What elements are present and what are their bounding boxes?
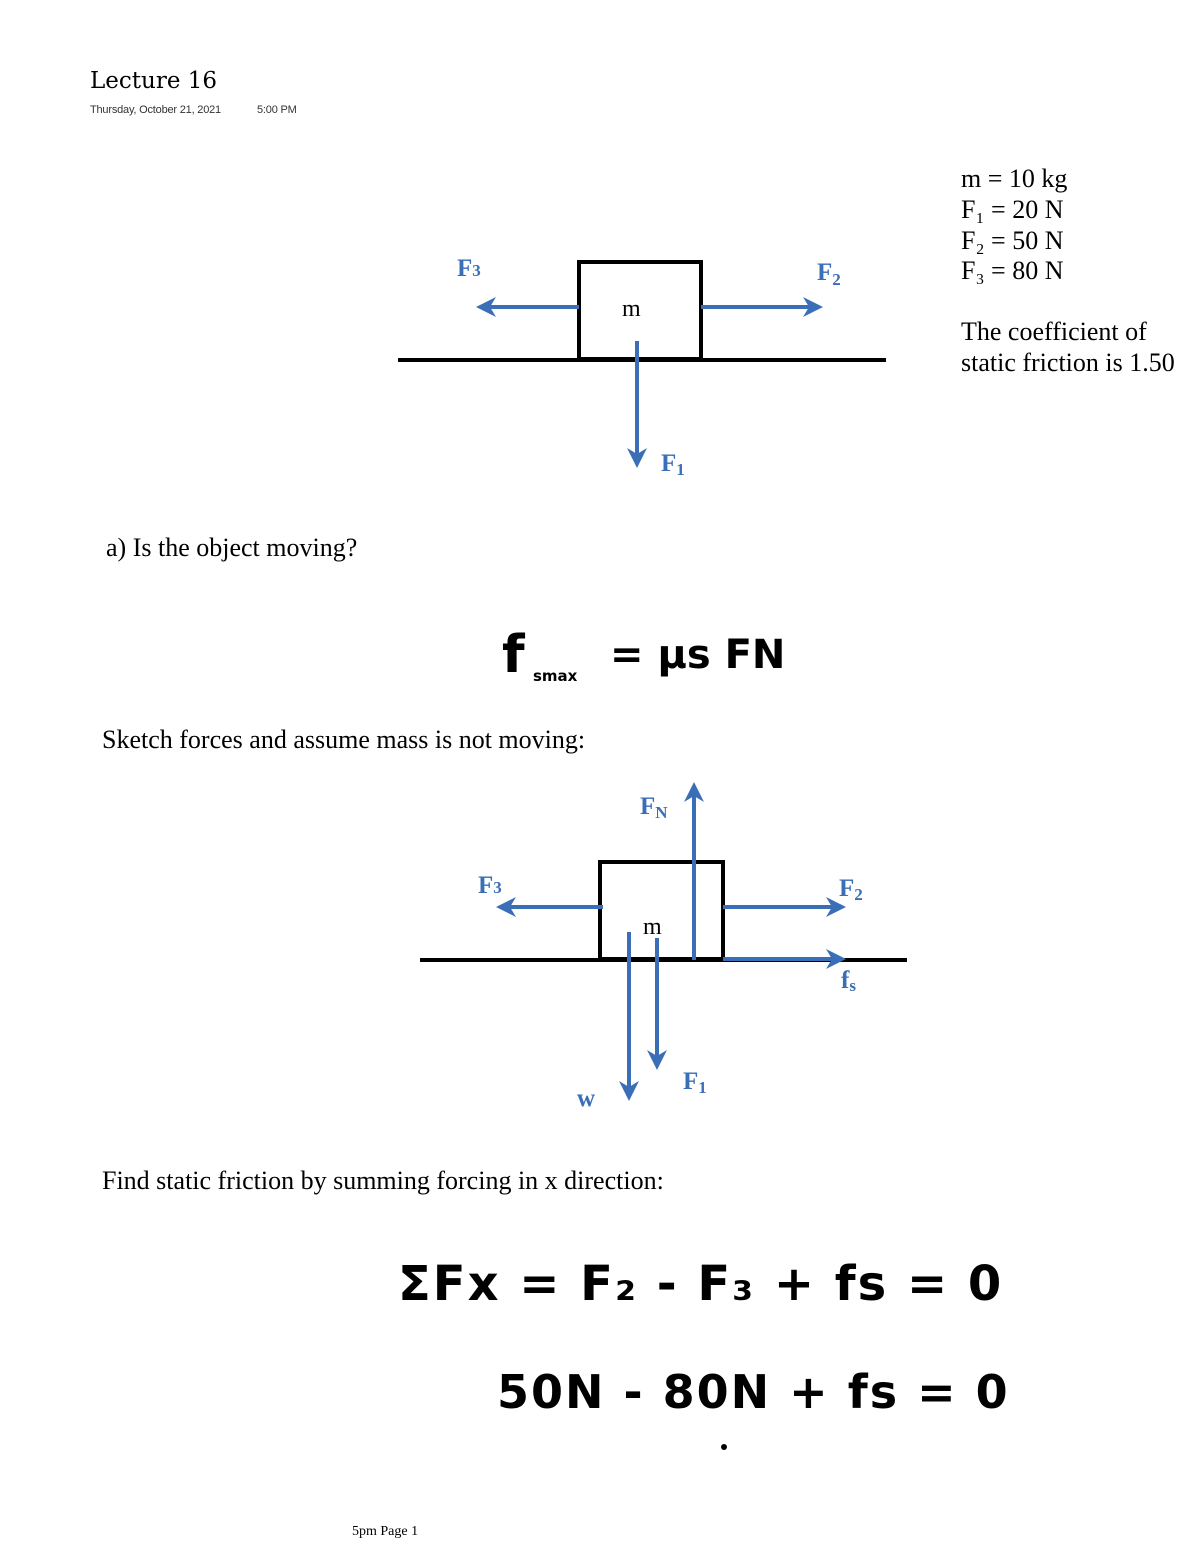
given-f3: F₃ = 80 N — [961, 256, 1064, 285]
diagram-2: m FN F3 F2 fs w F1 — [420, 782, 907, 1112]
mass-block — [577, 260, 703, 361]
fn-label: FN — [640, 793, 668, 822]
diagram-1: m F3 F2 F1 — [398, 255, 886, 479]
f3-label: F3 — [457, 255, 481, 282]
formula-f-subscript: smax — [533, 667, 578, 685]
ink-dot — [721, 1444, 727, 1450]
mass-label-2: m — [643, 914, 662, 940]
given-f1: F₁ = 20 N — [961, 195, 1064, 224]
given-friction-line1: The coefficient of — [961, 317, 1147, 346]
page-footer: 5pm Page 1 — [352, 1524, 419, 1539]
mass-label: m — [622, 296, 641, 322]
f2-label: F2 — [817, 259, 841, 289]
find-instruction: Find static friction by summing forcing … — [102, 1166, 664, 1195]
f2-label-2: F2 — [839, 875, 863, 904]
sketch-instruction: Sketch forces and assume mass is not mov… — [102, 725, 586, 754]
handwritten-equation-1: ΣFx = F₂ - F₃ + fs = 0 — [398, 1256, 1003, 1312]
formula-f: f — [502, 625, 526, 685]
page-time: 5:00 PM — [257, 104, 297, 116]
fs-label: fs — [841, 967, 856, 995]
f1-label-2: F1 — [683, 1068, 707, 1097]
question-a: a) Is the object moving? — [106, 533, 358, 562]
formula-rhs: = μs FN — [610, 632, 785, 678]
page-date: Thursday, October 21, 2021 — [90, 104, 221, 116]
given-mass: m = 10 kg — [961, 164, 1068, 193]
handwritten-formula: f smax = μs FN — [502, 625, 785, 685]
w-label: w — [577, 1085, 595, 1112]
handwritten-equation-2: 50N - 80N + fs = 0 — [497, 1365, 1010, 1419]
given-f2: F₂ = 50 N — [961, 226, 1064, 255]
f3-label-2: F3 — [478, 872, 502, 899]
page-title: Lecture 16 — [90, 68, 218, 94]
mass-block-2 — [598, 860, 725, 961]
f1-label: F1 — [661, 450, 685, 479]
given-friction-line2: static friction is 1.50 — [961, 348, 1175, 377]
